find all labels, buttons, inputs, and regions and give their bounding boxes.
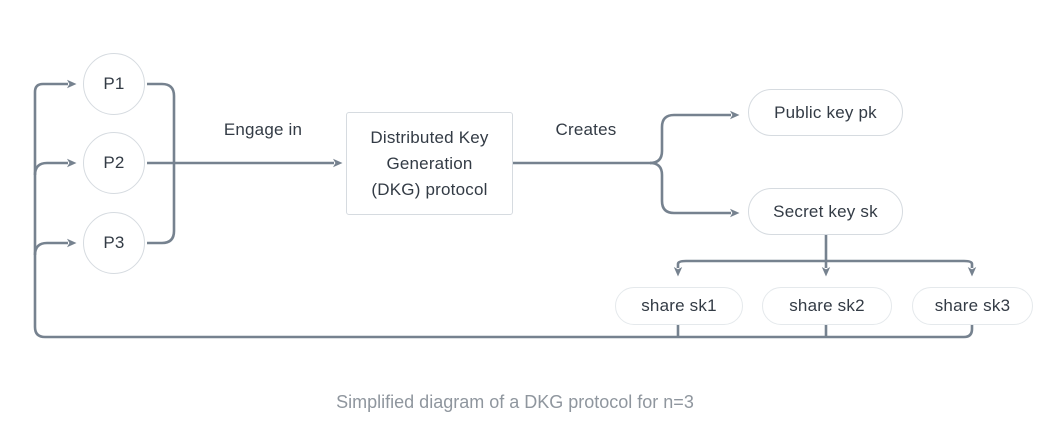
node-public-key: Public key pk (748, 89, 903, 136)
node-p3: P3 (83, 212, 145, 274)
node-p2-label: P2 (103, 153, 125, 172)
node-secret-key: Secret key sk (748, 188, 903, 235)
share-sk3-label: share sk3 (934, 296, 1011, 315)
dkg-protocol-box: Distributed Key Generation (DKG) protoco… (346, 112, 513, 215)
node-share-sk1: share sk1 (615, 287, 743, 325)
public-key-label: Public key pk (774, 102, 877, 122)
edge-fork-secret (649, 161, 740, 218)
engage-in-label: Engage in (223, 120, 303, 139)
edge-merge-p3 (147, 163, 176, 245)
edge-sk-to-share3 (826, 259, 977, 277)
node-share-sk3: share sk3 (912, 287, 1033, 325)
share-sk2-label: share sk2 (789, 296, 865, 315)
dkg-box-line2: Generation (386, 153, 473, 173)
share-sk1-label: share sk1 (641, 296, 717, 315)
secret-key-label: Secret key sk (773, 201, 878, 221)
edge-feedback-p2 (33, 158, 77, 176)
edge-sk-to-share1 (673, 259, 826, 277)
node-p3-label: P3 (103, 233, 125, 252)
creates-label: Creates (555, 120, 617, 139)
edge-feedback-p3 (33, 238, 77, 256)
edge-feedback-loop (33, 79, 974, 339)
node-share-sk2: share sk2 (762, 287, 892, 325)
node-p2: P2 (83, 132, 145, 194)
node-p1-label: P1 (103, 74, 125, 93)
dkg-box-line1: Distributed Key (370, 127, 489, 147)
edge-merge-p1 (147, 82, 176, 163)
edge-fork-public (649, 110, 740, 165)
node-p1: P1 (83, 53, 145, 115)
diagram-caption: Simplified diagram of a DKG protocol for… (336, 392, 694, 412)
dkg-box-line3: (DKG) protocol (371, 179, 488, 199)
